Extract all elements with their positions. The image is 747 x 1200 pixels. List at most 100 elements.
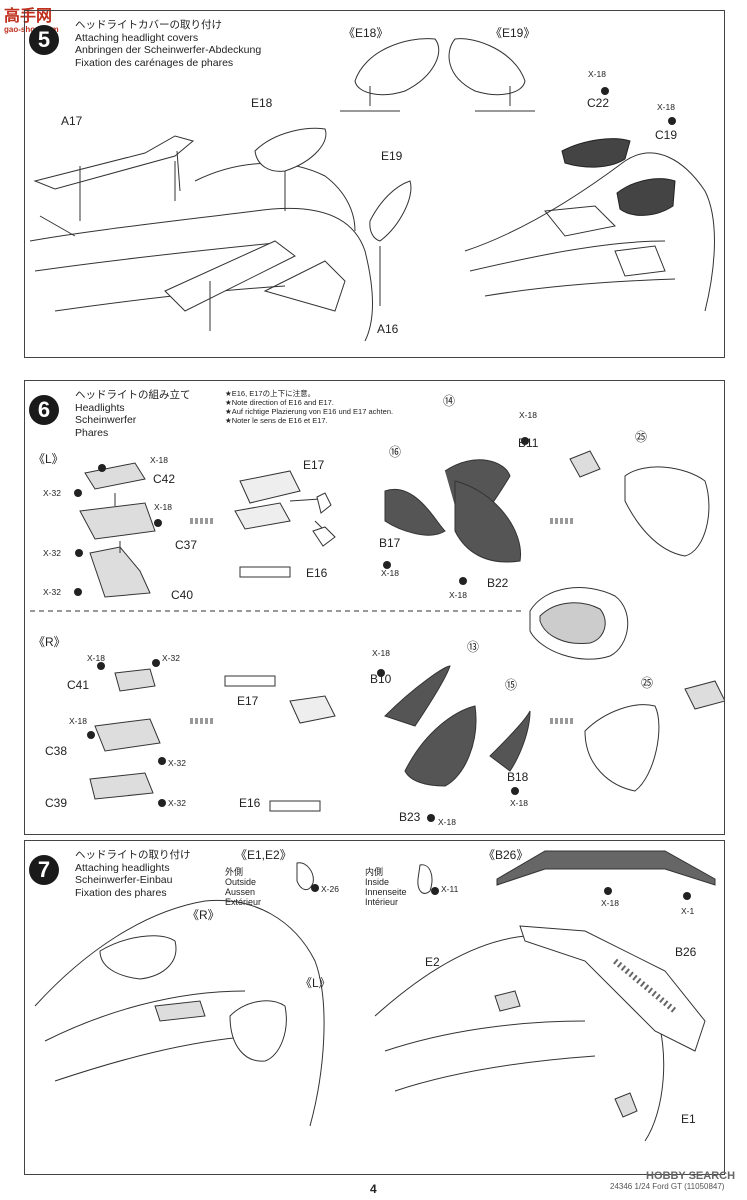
tag-e1-e2: 《E1,E2》 — [235, 848, 292, 862]
note-jp: ★E16, E17の上下に注意。 — [225, 389, 316, 398]
part-e19-label: E19 — [381, 149, 403, 163]
step-5-title-jp: ヘッドライトカバーの取り付け — [75, 19, 222, 31]
part-b26-label: B26 — [675, 945, 697, 959]
step-5-title-en: Attaching headlight covers — [75, 31, 199, 44]
outside-jp: 外側 — [225, 867, 244, 877]
step-5-title-de: Anbringen der Scheinwerfer-Abdeckung — [75, 44, 262, 56]
part-c19-label: C19 — [655, 128, 678, 142]
part-b17-label: B17 — [379, 536, 401, 550]
step-6-title-en: Headlights — [75, 401, 125, 414]
decal-25-r-label: ㉕ — [641, 676, 654, 690]
part-e18-label: E18 — [251, 96, 273, 110]
inside-labels: 内側 Inside Innenseite Intérieur — [365, 867, 407, 907]
part-b22-label: B22 — [487, 576, 509, 590]
step-7-illustration — [34, 850, 716, 1142]
step-5-title-fr: Fixation des carénages de phares — [75, 56, 234, 69]
step-7-panel: 7 ヘッドライトの取り付け Attaching headlights Schei… — [24, 840, 725, 1175]
logo-characters: 高手网 — [4, 8, 53, 25]
part-e1-label: E1 — [681, 1112, 696, 1126]
inside-fr: Intérieur — [365, 897, 399, 907]
paint-l-2: X-32 — [43, 488, 61, 498]
part-c42-label: C42 — [153, 472, 176, 486]
part-c22-label: C22 — [587, 96, 610, 110]
part-e2-label: E2 — [425, 955, 440, 969]
part-c38-label: C38 — [45, 744, 68, 758]
note-de: ★Auf richtige Plazierung von E16 und E17… — [225, 407, 394, 416]
inside-de: Innenseite — [365, 887, 407, 897]
paint-l-6: X-18 — [519, 410, 537, 420]
step-7-title-en: Attaching headlights — [75, 861, 170, 874]
outside-fr: Extérieur — [225, 897, 262, 907]
tag-b26: 《B26》 — [483, 848, 529, 862]
logo-url: gao-shou.com — [4, 25, 59, 34]
part-c41-label: C41 — [67, 678, 90, 692]
paint-r-1: X-18 — [87, 653, 105, 663]
step-6-illustration — [30, 437, 724, 822]
step-7-title-jp: ヘッドライトの取り付け — [75, 849, 191, 861]
step-6-title-de: Scheinwerfer — [75, 414, 137, 426]
step-5-titles: ヘッドライトカバーの取り付け Attaching headlight cover… — [75, 19, 261, 69]
footer-code: 24346 1/24 Ford GT (11050847) — [610, 1182, 725, 1191]
part-a17-label: A17 — [61, 114, 83, 128]
outside-labels: 外側 Outside Aussen Extérieur — [225, 867, 261, 907]
part-b11-label: B11 — [518, 436, 539, 450]
decal-13-label: ⑬ — [467, 640, 480, 654]
part-e17-l-label: E17 — [303, 458, 325, 472]
watermark: HOBBY SEARCH — [646, 1170, 736, 1182]
step-7-titles: ヘッドライトの取り付け Attaching headlights Scheinw… — [75, 849, 191, 899]
decal-14-label: ⑭ — [443, 394, 456, 408]
part-b23-label: B23 — [399, 810, 421, 824]
paint-l-4: X-32 — [43, 548, 61, 558]
paint-c19-label: X-18 — [657, 102, 675, 112]
page-number: 4 — [370, 1182, 377, 1196]
paint-r-7: X-18 — [510, 798, 528, 808]
part-b10-label: B10 — [370, 672, 392, 686]
step-5-illustration — [29, 38, 715, 342]
paint-l-1: X-18 — [150, 455, 168, 465]
tag-left: 《L》 — [33, 452, 64, 466]
step-7-title-fr: Fixation des phares — [75, 886, 167, 899]
tag-l-step7: 《L》 — [300, 976, 331, 990]
step-7-number: 7 — [29, 855, 59, 885]
paint-c22-label: X-18 — [588, 69, 606, 79]
part-e16-l-label: E16 — [306, 566, 328, 580]
decal-16-label: ⑯ — [389, 445, 402, 459]
tag-right: 《R》 — [33, 635, 66, 649]
paint-b26-left: X-18 — [601, 898, 619, 908]
paint-r-3: X-18 — [69, 716, 87, 726]
paint-l-5: X-32 — [43, 587, 61, 597]
step-6-title-fr: Phares — [75, 426, 109, 439]
part-e17-r-label: E17 — [237, 694, 259, 708]
note-fr: ★Noter le sens de E16 et E17. — [225, 416, 328, 425]
tag-r-step7: 《R》 — [187, 908, 220, 922]
step-5-number: 5 — [29, 25, 59, 55]
paint-b26-right: X-1 — [681, 906, 695, 916]
step-5-panel: 5 ヘッドライトカバーの取り付け Attaching headlight cov… — [24, 10, 725, 358]
paint-l-8: X-18 — [449, 590, 467, 600]
callout-e18-label: 《E18》 — [343, 26, 389, 40]
part-c40-label: C40 — [171, 588, 194, 602]
inside-jp: 内側 — [365, 867, 384, 877]
decal-25-l-label: ㉕ — [635, 430, 648, 444]
step-6-number: 6 — [29, 395, 59, 425]
paint-outside: X-26 — [321, 884, 339, 894]
paint-inside: X-11 — [441, 884, 459, 894]
note-en: ★Note direction of E16 and E17. — [225, 398, 334, 407]
paint-r-6: X-18 — [372, 648, 390, 658]
paint-r-5: X-32 — [168, 798, 186, 808]
paint-r-4: X-32 — [168, 758, 186, 768]
outside-de: Aussen — [225, 887, 256, 897]
callout-e19-label: 《E19》 — [490, 26, 536, 40]
step-6-titles: ヘッドライトの組み立て Headlights Scheinwerfer Phar… — [75, 389, 191, 439]
inside-en: Inside — [365, 877, 390, 887]
step-7-title-de: Scheinwerfer-Einbau — [75, 874, 173, 886]
paint-l-7: X-18 — [381, 568, 399, 578]
step-6-title-jp: ヘッドライトの組み立て — [75, 389, 191, 401]
part-b18-label: B18 — [507, 770, 529, 784]
part-a16-label: A16 — [377, 322, 399, 336]
paint-l-3: X-18 — [154, 502, 172, 512]
paint-r-2: X-32 — [162, 653, 180, 663]
decal-15-label: ⑮ — [505, 678, 518, 692]
outside-en: Outside — [225, 877, 257, 887]
site-logo: 高手网 gao-shou.com — [4, 2, 59, 34]
